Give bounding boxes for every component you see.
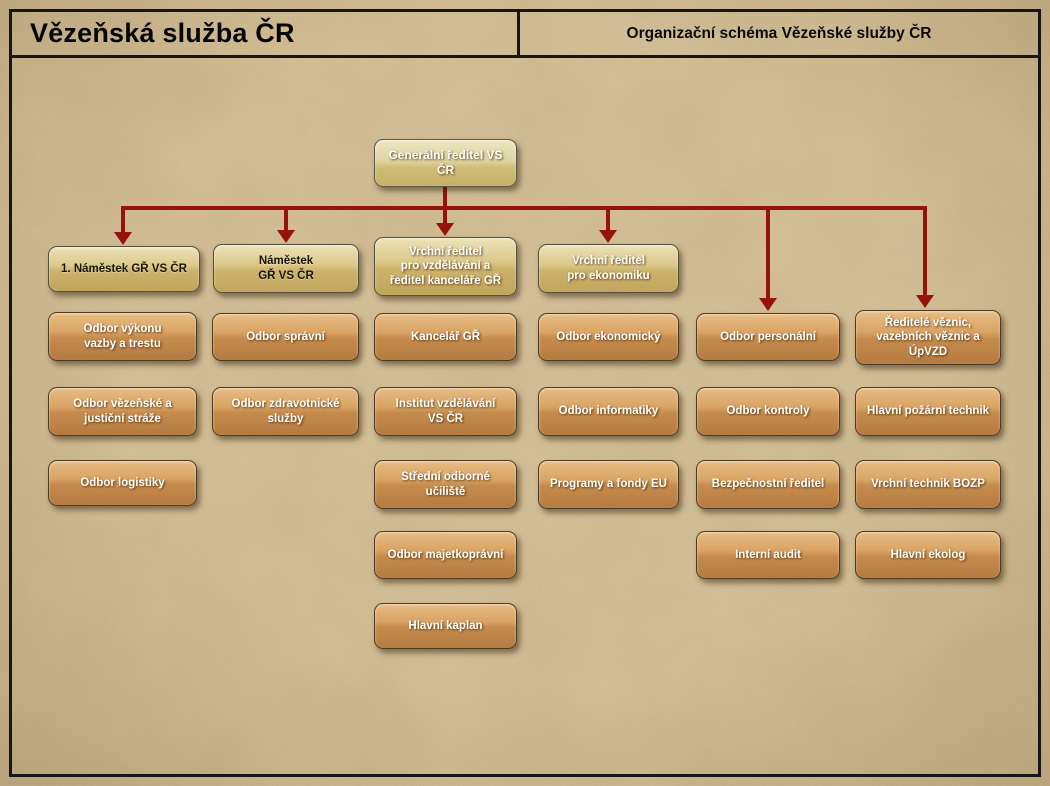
header-band: Vězeňská služba ČR Organizační schéma Vě… bbox=[12, 12, 1038, 58]
node-vrchni-reditel-vzdelavani: Vrchní ředitel pro vzdělávání a ředitel … bbox=[374, 237, 517, 296]
arrow-down-icon bbox=[114, 232, 132, 245]
node-odbor-personalni: Odbor personální bbox=[696, 313, 840, 361]
arrow-down-icon bbox=[599, 230, 617, 243]
arrow-down-icon bbox=[759, 298, 777, 311]
node-namestek: Náměstek GŘ VS ČR bbox=[213, 244, 359, 293]
node-hlavni-pozarni-technik: Hlavní požární technik bbox=[855, 387, 1001, 436]
node-vrchni-technik-bozp: Vrchní technik BOZP bbox=[855, 460, 1001, 509]
node-odbor-zdravotnicke-sluzby: Odbor zdravotnické služby bbox=[212, 387, 359, 436]
node-odbor-ekonomicky: Odbor ekonomický bbox=[538, 313, 679, 361]
header-subtitle-cell: Organizační schéma Vězeňské služby ČR bbox=[520, 12, 1038, 55]
node-interni-audit: Interní audit bbox=[696, 531, 840, 579]
node-vrchni-reditel-ekonomika: Vrchní ředitel pro ekonomiku bbox=[538, 244, 679, 293]
node-programy-fondy-eu: Programy a fondy EU bbox=[538, 460, 679, 509]
node-hlavni-kaplan: Hlavní kaplan bbox=[374, 603, 517, 649]
node-odbor-vykonu-vazby: Odbor výkonu vazby a trestu bbox=[48, 312, 197, 361]
page-subtitle: Organizační schéma Vězeňské služby ČR bbox=[626, 24, 932, 42]
node-institut-vzdelavani: Institut vzdělávání VS ČR bbox=[374, 387, 517, 436]
node-odbor-majetkopravni: Odbor majetkoprávní bbox=[374, 531, 517, 579]
node-odbor-kontroly: Odbor kontroly bbox=[696, 387, 840, 436]
header-title-cell: Vězeňská služba ČR bbox=[12, 12, 520, 55]
arrow-down-icon bbox=[916, 295, 934, 308]
node-1-namestek: 1. Náměstek GŘ VS ČR bbox=[48, 246, 200, 292]
page-title: Vězeňská služba ČR bbox=[30, 18, 295, 48]
node-kancelar-gr: Kancelář GŘ bbox=[374, 313, 517, 361]
node-odbor-vezenske-straze: Odbor vězeňské a justiční stráže bbox=[48, 387, 197, 436]
node-odbor-spravni: Odbor správní bbox=[212, 313, 359, 361]
node-odbor-logistiky: Odbor logistiky bbox=[48, 460, 197, 506]
arrow-down-icon bbox=[436, 223, 454, 236]
node-odbor-informatiky: Odbor informatiky bbox=[538, 387, 679, 436]
node-hlavni-ekolog: Hlavní ekolog bbox=[855, 531, 1001, 579]
node-bezpecnostni-reditel: Bezpečnostní ředitel bbox=[696, 460, 840, 509]
node-generalni-reditel: Generální ředitel VS ČR bbox=[374, 139, 517, 187]
node-stredni-odborne-uciliste: Střední odborné učiliště bbox=[374, 460, 517, 509]
arrow-down-icon bbox=[277, 230, 295, 243]
node-reditele-veznic: Ředitelé věznic, vazebních věznic a ÚpVZ… bbox=[855, 310, 1001, 365]
